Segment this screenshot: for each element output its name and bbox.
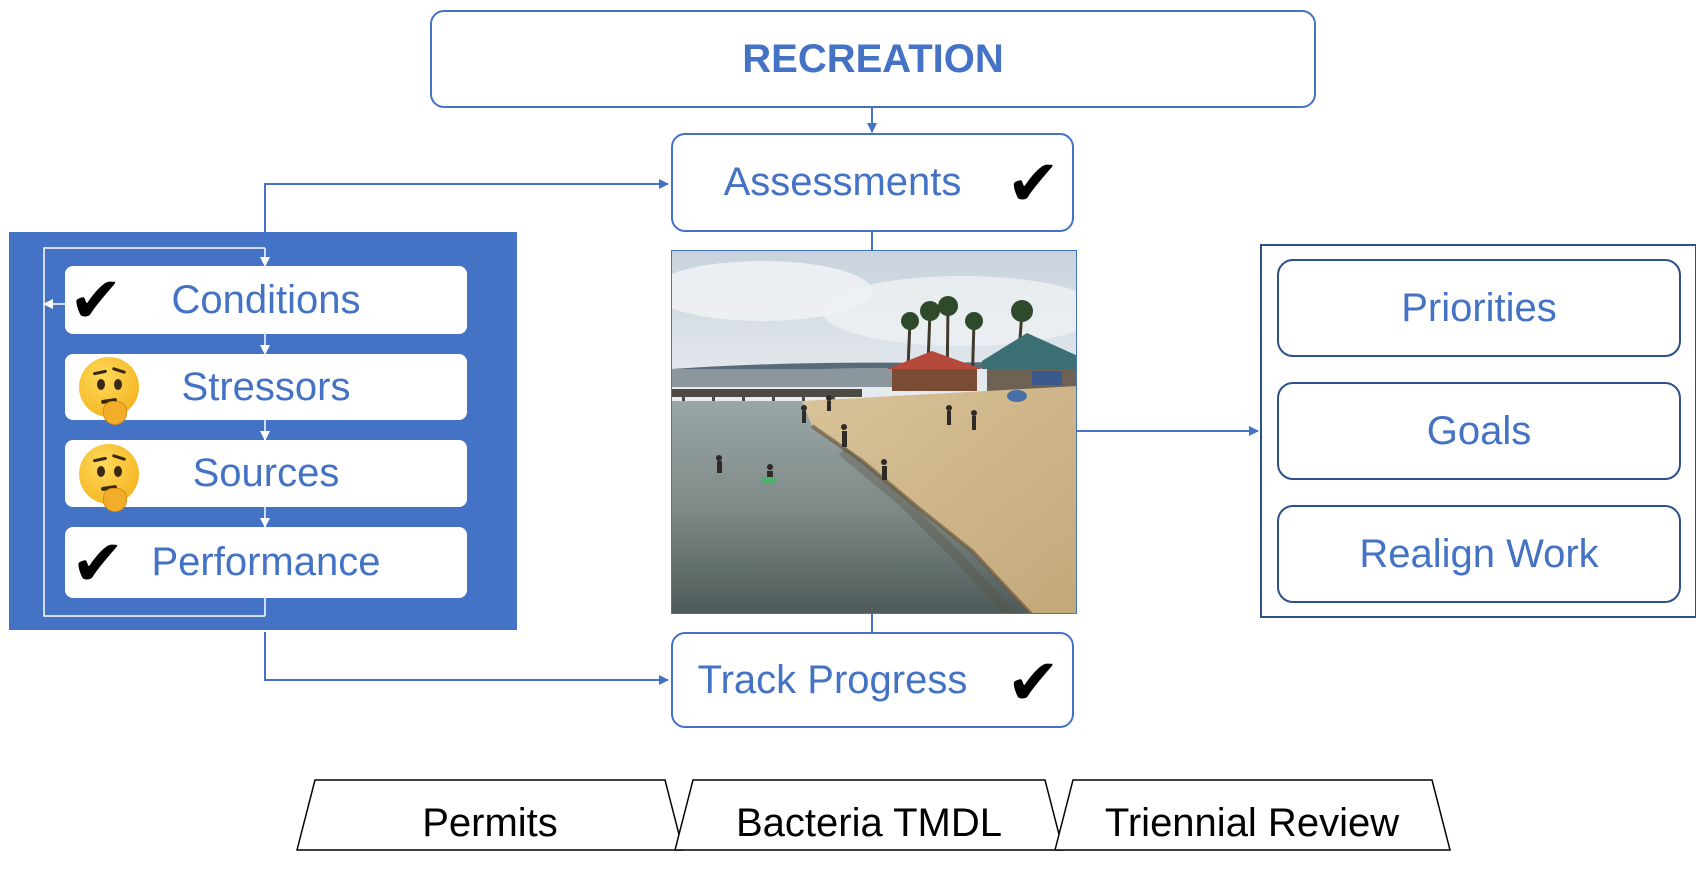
recreation-title: RECREATION	[742, 36, 1004, 81]
thinking-face-icon	[79, 444, 139, 512]
assessments-label: Assessments	[723, 160, 962, 204]
assessments-check-icon: ✔	[1006, 147, 1060, 219]
right-panel: Priorities Goals Realign Work	[1260, 244, 1696, 618]
stressors-label: Stressors	[181, 364, 351, 409]
performance-check-icon: ✔	[71, 527, 125, 599]
tab-permits[interactable]: Permits	[422, 801, 558, 845]
track-progress-check-icon: ✔	[1006, 646, 1060, 718]
connector-layer	[264, 108, 1259, 685]
stressors-item: Stressors	[65, 354, 467, 425]
realign-work-box: Realign Work	[1277, 505, 1681, 603]
conditions-label: Conditions	[171, 277, 361, 322]
beach-photo-illustration	[672, 251, 1076, 613]
tab-triennial-review[interactable]: Triennial Review	[1105, 801, 1399, 845]
goals-box: Goals	[1277, 382, 1681, 480]
sources-item: Sources	[65, 440, 467, 512]
recreation-title-box: RECREATION	[430, 10, 1316, 108]
conditions-check-icon: ✔	[69, 264, 123, 336]
track-progress-box: Track Progress ✔	[671, 632, 1074, 728]
assessments-box: Assessments ✔	[671, 133, 1074, 232]
beach-photo	[671, 250, 1077, 614]
tab-bacteria-tmdl[interactable]: Bacteria TMDL	[736, 801, 1002, 845]
priorities-box: Priorities	[1277, 259, 1681, 357]
sources-label: Sources	[192, 451, 340, 495]
arrow-panel-to-assessments	[264, 179, 669, 232]
priorities-label: Priorities	[1401, 285, 1557, 330]
performance-item: ✔ Performance	[65, 527, 467, 598]
left-panel: ✔ Conditions Stressors Sources ✔ Perform…	[9, 232, 517, 630]
goals-label: Goals	[1426, 408, 1532, 453]
thinking-face-icon	[79, 357, 139, 425]
arrow-panel-to-track	[264, 632, 669, 685]
performance-label: Performance	[151, 540, 381, 584]
tabs-row: Permits Bacteria TMDL Triennial Review	[296, 779, 1451, 851]
feedback-loop	[43, 247, 270, 617]
track-progress-label: Track Progress	[697, 657, 968, 702]
conditions-item: ✔ Conditions	[65, 266, 467, 334]
realign-work-label: Realign Work	[1359, 531, 1599, 576]
